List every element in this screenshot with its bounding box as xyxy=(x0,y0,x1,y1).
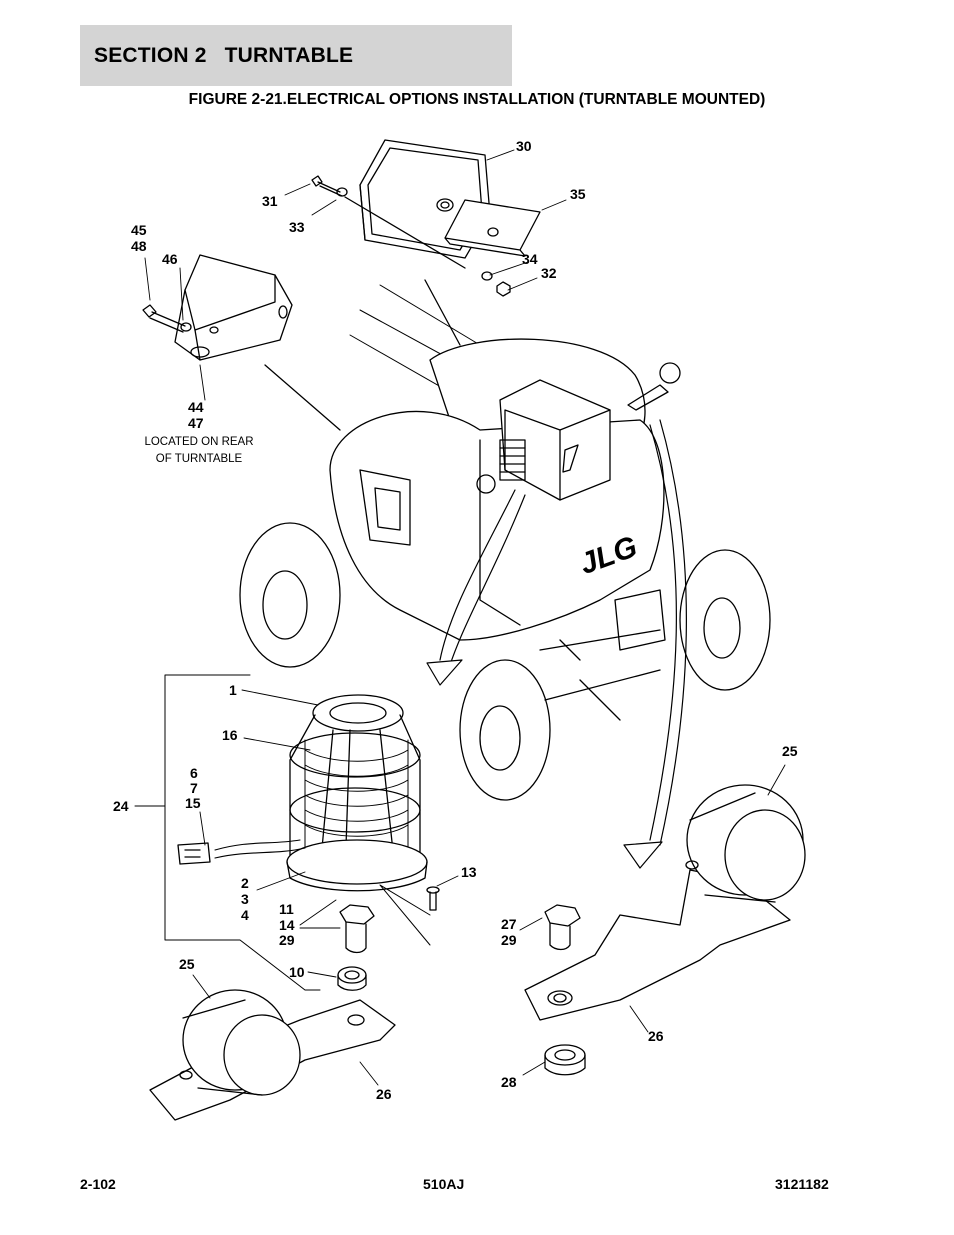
beacon-on-machine xyxy=(499,439,526,481)
callout-4: 4 xyxy=(241,907,249,923)
callout-11: 11 xyxy=(279,901,294,917)
nut-32 xyxy=(496,281,511,297)
assembly-line-left xyxy=(264,364,341,431)
spacer-10 xyxy=(337,966,367,991)
wheels xyxy=(239,522,771,801)
footer-page-number: 2-102 xyxy=(80,1176,116,1192)
washer-33 xyxy=(336,187,348,197)
bracket-left xyxy=(149,989,396,1121)
group-bracket-24 xyxy=(164,674,321,991)
callout-48: 48 xyxy=(131,238,147,254)
mount-bracket-on-machine xyxy=(476,362,681,494)
callout-26-right: 26 xyxy=(648,1028,664,1044)
note-line-2: OF TURNTABLE xyxy=(156,453,243,465)
callout-35: 35 xyxy=(570,186,586,202)
callout-6: 6 xyxy=(190,765,198,781)
axle-linkage xyxy=(539,589,666,721)
note-line-1: LOCATED ON REAR xyxy=(144,436,253,448)
callout-29-left: 29 xyxy=(279,932,295,948)
washer-46 xyxy=(180,322,192,332)
callout-29-right: 29 xyxy=(501,932,517,948)
callout-31: 31 xyxy=(262,193,278,209)
callout-2: 2 xyxy=(241,875,249,891)
lens-plate xyxy=(444,199,541,257)
callout-10: 10 xyxy=(289,964,305,980)
callout-1: 1 xyxy=(229,682,237,698)
bolt-45 xyxy=(142,304,186,333)
callout-24: 24 xyxy=(113,798,129,814)
callout-3: 3 xyxy=(241,891,249,907)
bracket-right xyxy=(524,784,806,1021)
callout-16: 16 xyxy=(222,727,238,743)
callout-30: 30 xyxy=(516,138,532,154)
machine-body: JLG xyxy=(329,284,665,641)
callout-33: 33 xyxy=(289,219,305,235)
section-number: SECTION 2 xyxy=(94,43,207,67)
callout-28: 28 xyxy=(501,1074,517,1090)
bolt-27 xyxy=(544,904,581,951)
beacon-lens xyxy=(304,739,409,861)
callout-27: 27 xyxy=(501,916,517,932)
beacon-base xyxy=(286,839,428,892)
spacer-28 xyxy=(544,1044,586,1076)
rear-box xyxy=(174,254,293,361)
wire-connector xyxy=(177,839,306,865)
callout-26-left: 26 xyxy=(376,1086,392,1102)
bolt-11 xyxy=(339,904,375,954)
callout-7: 7 xyxy=(190,780,198,796)
footer-document-number: 3121182 xyxy=(775,1176,829,1192)
section-header: SECTION 2 TURNTABLE xyxy=(80,25,512,86)
assembly-line-top xyxy=(344,196,466,346)
callout-46: 46 xyxy=(162,251,178,267)
callout-25-right: 25 xyxy=(782,743,798,759)
footer-model: 510AJ xyxy=(423,1176,465,1192)
screw-13 xyxy=(426,886,440,911)
leader-lines xyxy=(144,149,786,1086)
callout-34: 34 xyxy=(522,251,538,267)
washer-34 xyxy=(481,271,493,281)
callout-14: 14 xyxy=(279,917,295,933)
callout-45: 45 xyxy=(131,222,147,238)
callout-13: 13 xyxy=(461,864,477,880)
beacon-cage xyxy=(289,694,421,876)
callout-25-left: 25 xyxy=(179,956,195,972)
section-title: TURNTABLE xyxy=(224,43,354,67)
callout-44: 44 xyxy=(188,399,204,415)
figure-title: FIGURE 2-21.ELECTRICAL OPTIONS INSTALLAT… xyxy=(188,91,766,108)
callout-47: 47 xyxy=(188,415,204,431)
callout-32: 32 xyxy=(541,265,557,281)
leader-arrows xyxy=(426,419,687,869)
callout-15: 15 xyxy=(185,795,201,811)
